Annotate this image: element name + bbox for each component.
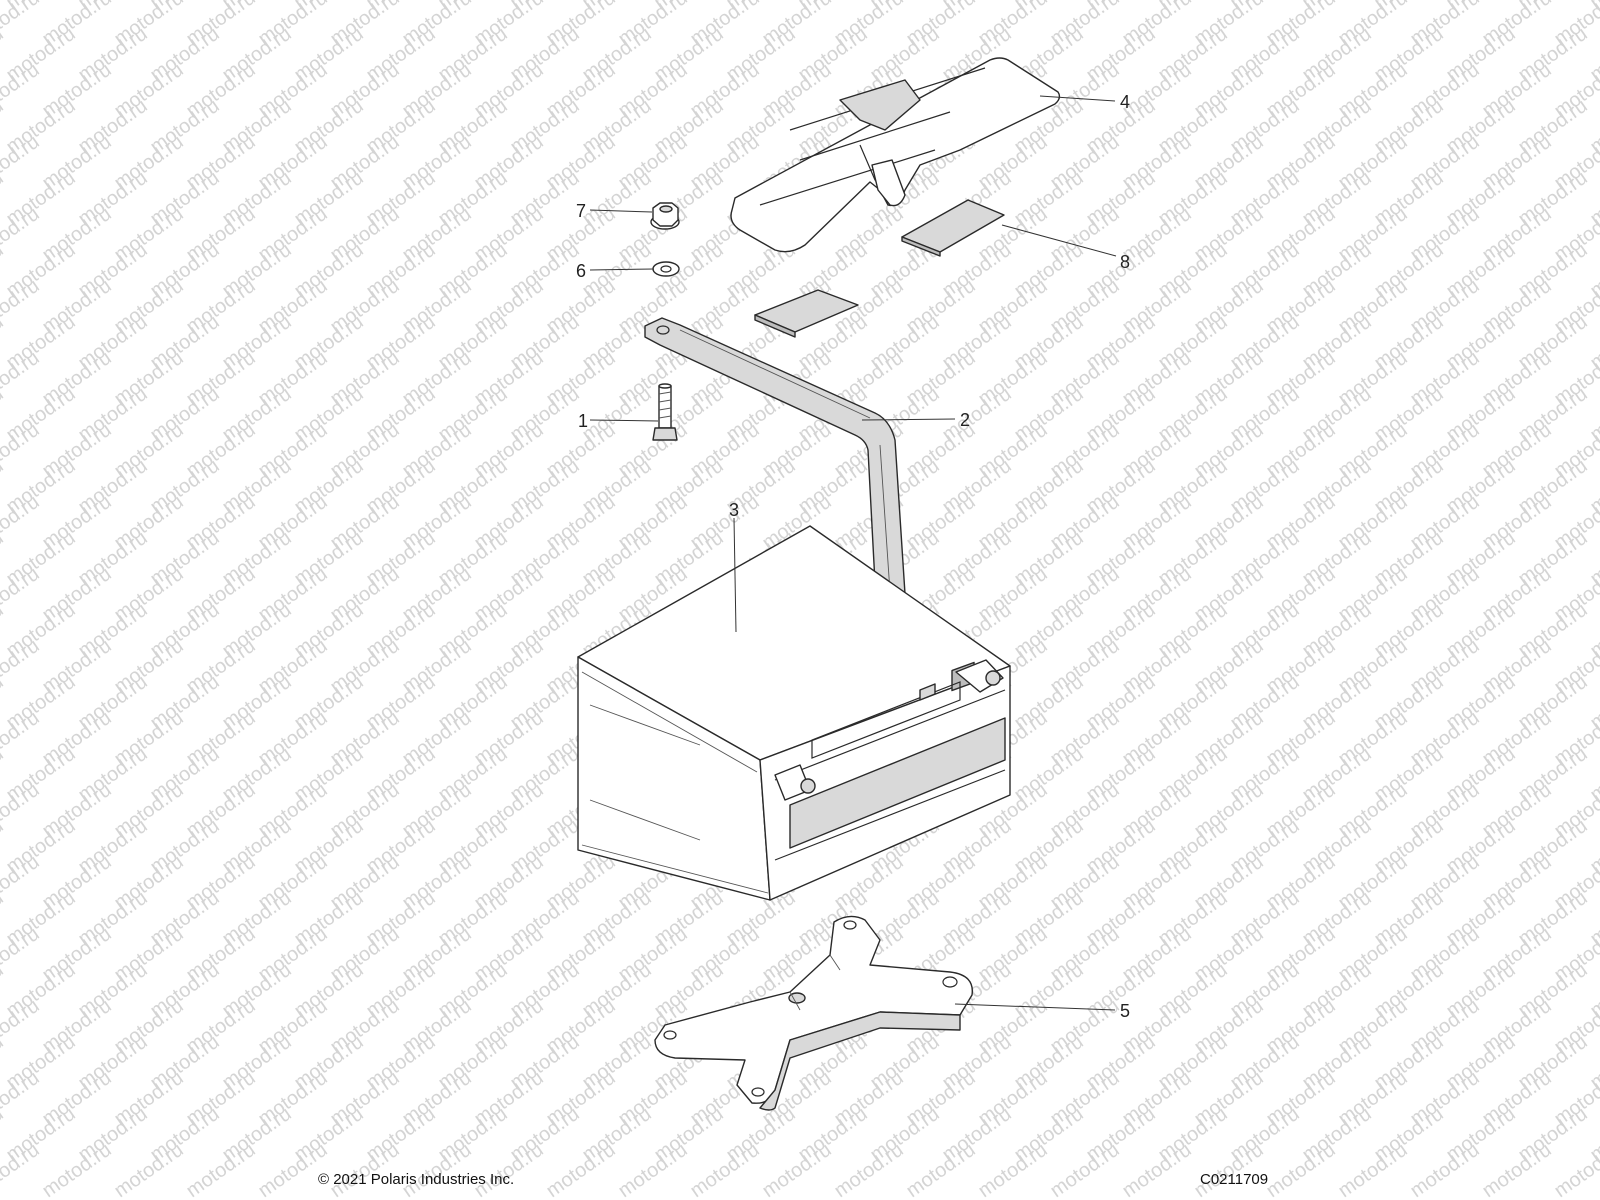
callout-2: 2 <box>960 410 970 430</box>
part-8-pad-lower[interactable] <box>754 289 859 338</box>
callout-3: 3 <box>729 500 739 520</box>
callouts: 1 2 3 4 5 6 7 8 <box>576 92 1130 1021</box>
part-3-battery[interactable] <box>577 525 1011 901</box>
callout-5: 5 <box>1120 1001 1130 1021</box>
callout-8: 8 <box>1120 252 1130 272</box>
callout-6: 6 <box>576 261 586 281</box>
part-5-tray[interactable] <box>654 915 974 1111</box>
part-7-nut[interactable] <box>650 202 680 230</box>
leader-4 <box>1039 95 1116 102</box>
leader-2 <box>861 418 956 421</box>
callout-7: 7 <box>576 201 586 221</box>
leader-1 <box>589 419 659 422</box>
part-4-cover[interactable] <box>730 57 1061 253</box>
part-8-pad-upper[interactable] <box>901 199 1005 257</box>
leader-8 <box>1001 224 1117 257</box>
leader-6 <box>589 268 655 271</box>
leader-lines <box>589 95 1117 1011</box>
part-6-washer[interactable] <box>652 261 680 277</box>
leader-5 <box>954 1003 1116 1011</box>
figure-code: C0211709 <box>1200 1171 1269 1188</box>
callout-1: 1 <box>578 411 588 431</box>
leader-7 <box>589 209 653 213</box>
callout-4: 4 <box>1120 92 1130 112</box>
copyright-text: © 2021 Polaris Industries Inc. <box>318 1171 515 1188</box>
part-1-bolt[interactable] <box>652 383 678 441</box>
leader-3 <box>733 517 737 633</box>
